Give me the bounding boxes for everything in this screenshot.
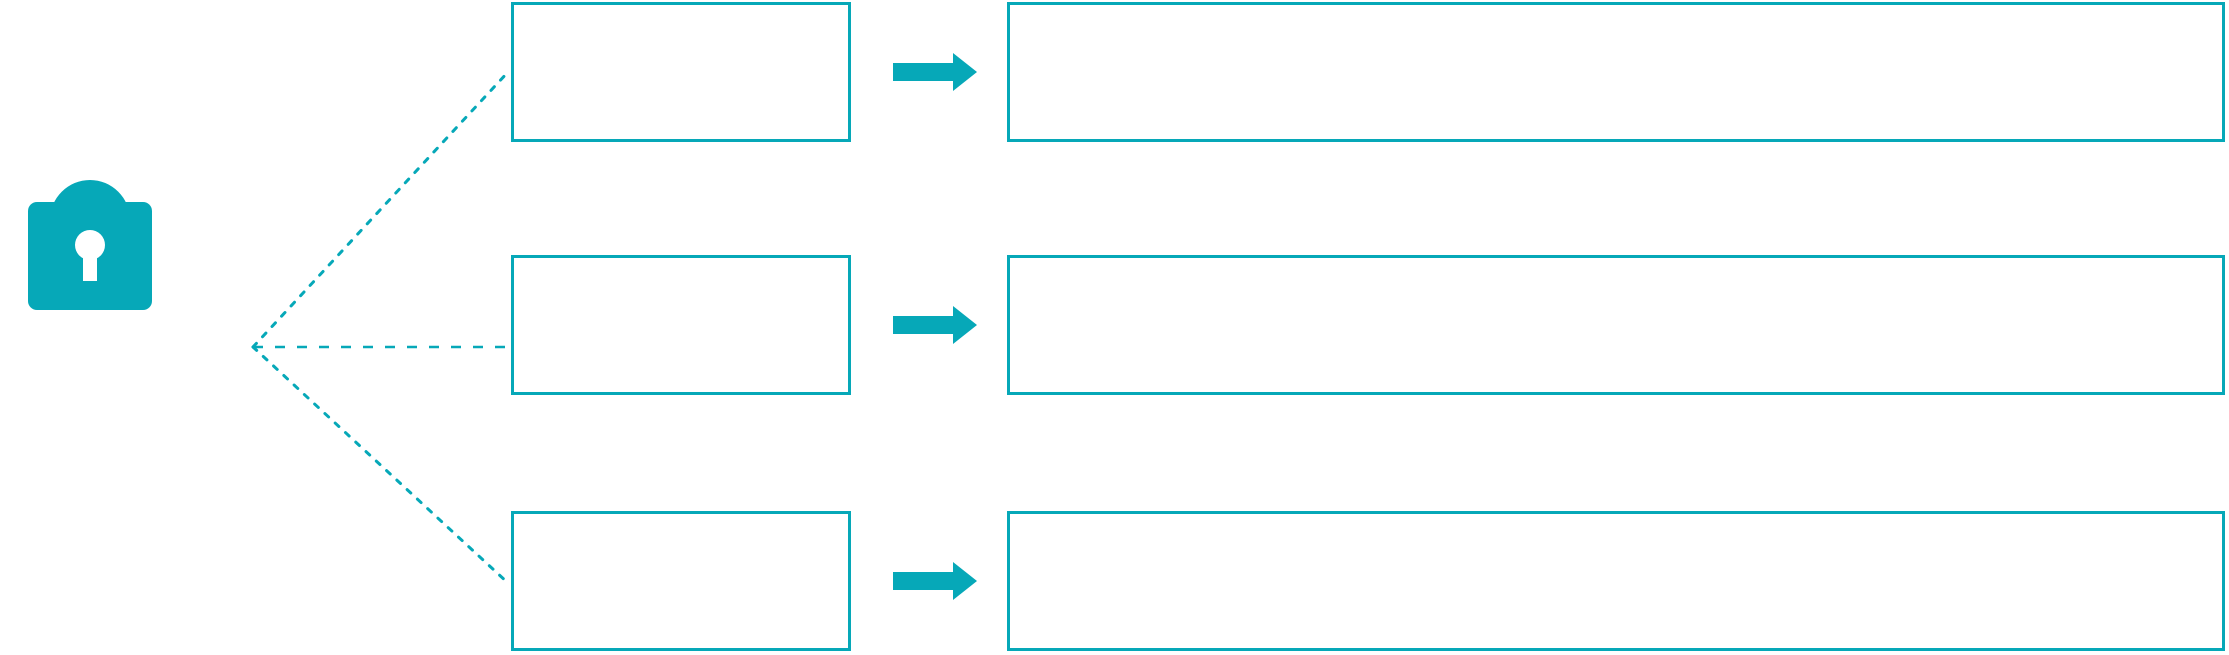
diagram-row: [0, 0, 2229, 142]
right-arrow-icon: [893, 561, 977, 601]
cause-box[interactable]: [511, 255, 851, 395]
effect-box[interactable]: [1007, 511, 2225, 651]
effect-box[interactable]: [1007, 2, 2225, 142]
right-arrow-icon: [893, 305, 977, 345]
diagram-row: [0, 253, 2229, 395]
diagram-row: [0, 509, 2229, 651]
cause-box[interactable]: [511, 511, 851, 651]
right-arrow-icon: [893, 52, 977, 92]
lock-icon: [20, 145, 165, 320]
cause-box[interactable]: [511, 2, 851, 142]
effect-box[interactable]: [1007, 255, 2225, 395]
